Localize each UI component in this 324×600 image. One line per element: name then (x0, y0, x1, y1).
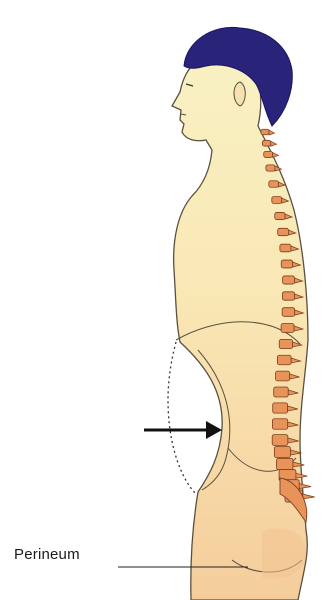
vertebra (277, 355, 291, 364)
spinous-process (303, 494, 315, 499)
spinous-process (272, 152, 278, 157)
perineum-label: Perineum (14, 546, 80, 563)
vertebra (266, 165, 275, 171)
spinous-process (299, 484, 311, 489)
spinous-process (269, 130, 275, 135)
vertebra (264, 151, 273, 157)
vertebra (280, 244, 291, 252)
ear (234, 82, 245, 106)
vertebra (275, 212, 285, 219)
vertebra (272, 197, 282, 204)
vertebra (282, 308, 295, 317)
arrow (144, 421, 222, 439)
vertebra (276, 371, 290, 381)
vertebra (281, 260, 292, 268)
vertebra (269, 181, 279, 188)
vertebra (279, 339, 292, 348)
vertebra (274, 446, 290, 457)
vertebra (272, 435, 288, 446)
vertebra (283, 276, 295, 284)
vertebra (282, 292, 294, 300)
vertebra (277, 458, 293, 469)
abdomen-expansion-outline (168, 342, 196, 494)
vertebra (262, 140, 270, 146)
vertebra (274, 387, 289, 397)
vertebra (272, 419, 287, 430)
vertebra (273, 403, 288, 413)
vertebra (278, 228, 289, 235)
vertebra (281, 324, 294, 333)
vertebra (261, 129, 269, 135)
spinous-process (271, 141, 277, 146)
